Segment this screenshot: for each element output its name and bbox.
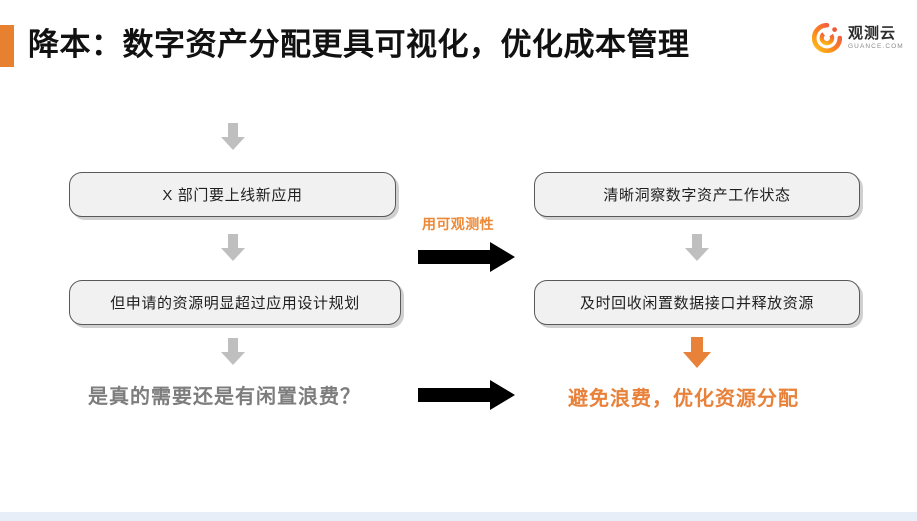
arrow-down-icon-right-1 [682, 234, 712, 262]
flow-box-right-2[interactable]: 及时回收闲置数据接口并释放资源 [534, 280, 860, 325]
guance-g-logo-icon [811, 22, 843, 54]
footer-strip [0, 512, 917, 521]
brand-name-en: GUANCE.COM [848, 42, 904, 50]
left-conclusion-text: 是真的需要还是有闲置浪费？ [88, 386, 361, 408]
flow-box-left-2[interactable]: 但申请的资源明显超过应用设计规划 [69, 280, 401, 325]
right-conclusion-text: 避免浪费，优化资源分配 [568, 388, 799, 410]
slide-header: 降本：数字资产分配更具可视化，优化成本管理 [0, 0, 917, 92]
arrow-down-icon-left-1 [218, 234, 248, 262]
flow-box-right-1[interactable]: 清晰洞察数字资产工作状态 [534, 172, 860, 217]
brand-wordmark: 观测云 GUANCE.COM [848, 26, 904, 51]
title-accent-bar [0, 25, 14, 67]
flow-box-left-2-label: 但申请的资源明显超过应用设计规划 [110, 295, 360, 312]
arrow-right-icon-middle [418, 242, 516, 277]
flow-box-left-1-label: X 部门要上线新应用 [162, 187, 303, 204]
transition-arrow-group: 用可观测性 [418, 214, 524, 274]
brand-name-cn: 观测云 [848, 24, 897, 42]
arrow-down-icon-left-top [218, 123, 248, 151]
arrow-right-icon-bottom [418, 380, 516, 415]
arrow-down-icon-result [680, 337, 714, 369]
flow-box-right-1-label: 清晰洞察数字资产工作状态 [603, 187, 791, 204]
flow-box-left-1[interactable]: X 部门要上线新应用 [69, 172, 396, 217]
arrow-down-icon-left-2 [218, 338, 248, 366]
page-title: 降本：数字资产分配更具可视化，优化成本管理 [28, 27, 690, 62]
brand-logo: 观测云 GUANCE.COM [811, 20, 910, 56]
flow-box-right-2-label: 及时回收闲置数据接口并释放资源 [579, 295, 814, 312]
transition-caption: 用可观测性 [422, 216, 494, 232]
